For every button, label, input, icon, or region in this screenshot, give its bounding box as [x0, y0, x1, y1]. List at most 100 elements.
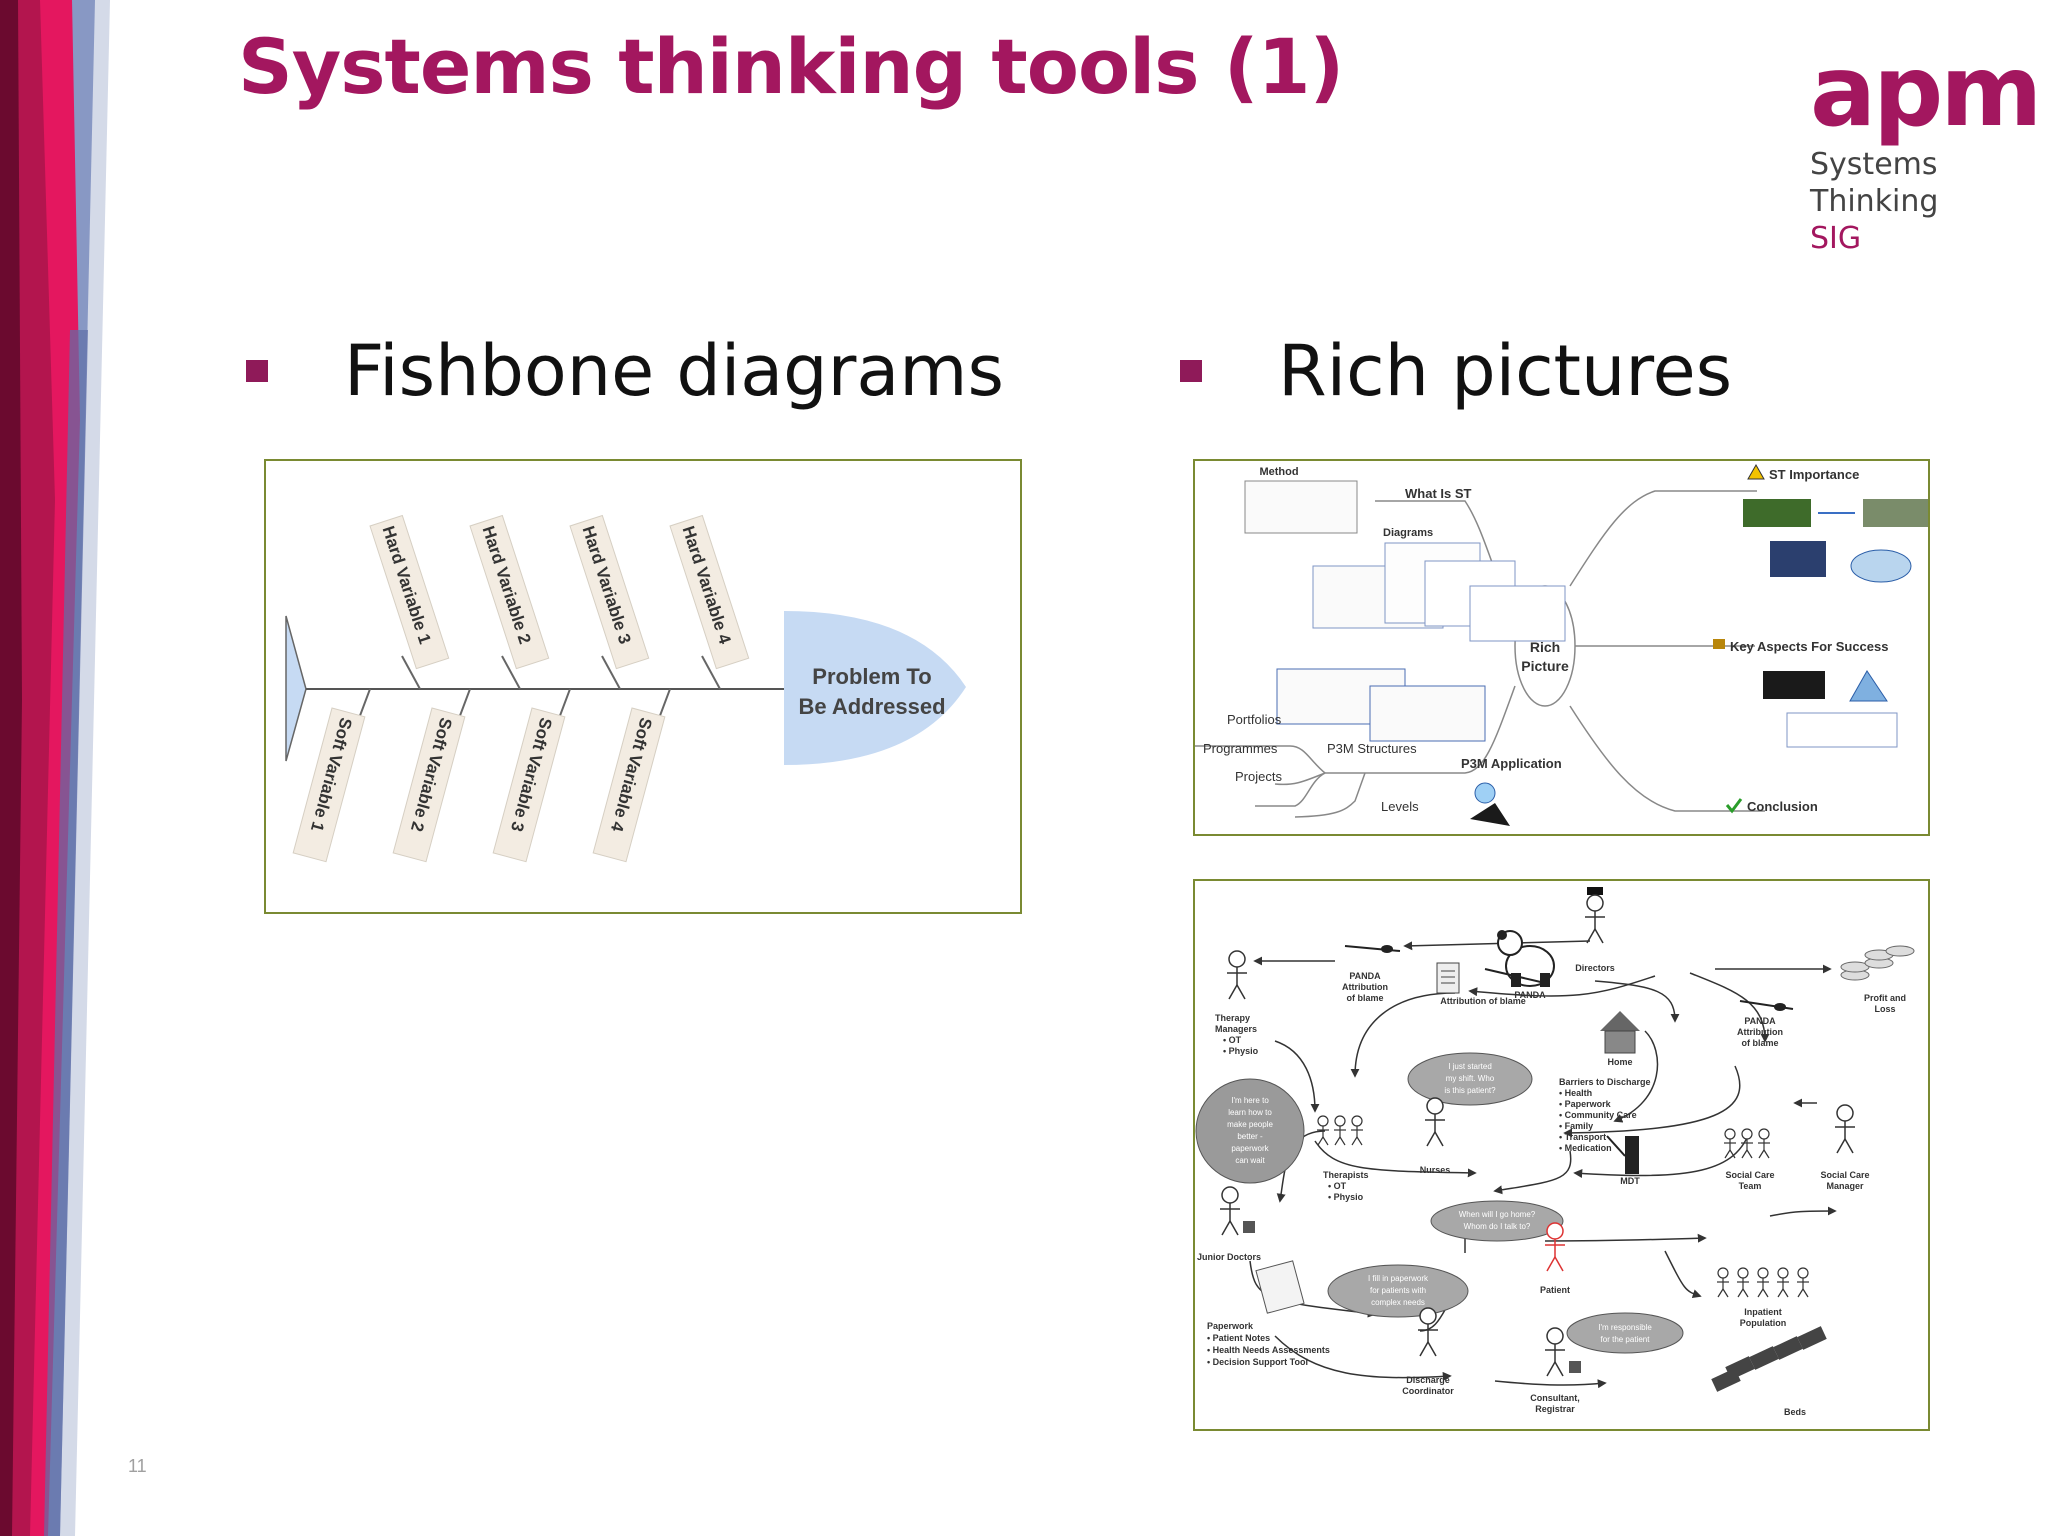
beds-label: Beds	[1784, 1407, 1806, 1417]
svg-text:is this patient?: is this patient?	[1444, 1086, 1496, 1095]
pointing-hand-left-icon	[1344, 945, 1401, 953]
consultant-figure	[1544, 1327, 1566, 1377]
cloud-left-text: I'm here to learn how to make people bet…	[1227, 1096, 1273, 1165]
slide-title: Systems thinking tools (1)	[238, 22, 1344, 111]
checkmark-icon	[1725, 798, 1743, 814]
therapists-1: Therapists	[1323, 1170, 1369, 1180]
page-number: 11	[128, 1456, 147, 1476]
svg-text:Whom do I talk to?: Whom do I talk to?	[1464, 1222, 1531, 1231]
cloud-paperwork-bubble	[1327, 1264, 1469, 1318]
discharge-1: Discharge	[1406, 1375, 1450, 1385]
method-label: Method	[1259, 466, 1298, 478]
svg-text:• Decision Support Tool: • Decision Support Tool	[1207, 1357, 1308, 1367]
logo-line-1: Systems	[1810, 147, 1938, 182]
bullet-fishbone: Fishbone diagrams	[246, 330, 1004, 412]
mindmap-rich-picture: ST Rich Picture Method What Is ST Diagra…	[1193, 459, 1930, 836]
soft-bone-3: Soft Variable 3	[492, 688, 571, 863]
panda-label: PANDA	[1514, 990, 1546, 1000]
fishbone-diagram: Problem To Be Addressed Hard Variable 1 …	[264, 459, 1022, 914]
svg-text:learn how to: learn how to	[1228, 1108, 1272, 1117]
lightbulb-icon	[1474, 782, 1496, 804]
pyramid-image	[1849, 670, 1888, 702]
thinker-figure-icon	[1470, 803, 1510, 826]
road-image	[1863, 499, 1928, 527]
svg-text:for the patient: for the patient	[1601, 1335, 1651, 1344]
left-decorative-stripes	[0, 0, 110, 1536]
panda-attr-left-1: PANDA	[1349, 971, 1381, 981]
bullet-square-icon	[1180, 360, 1202, 382]
discharge-coordinator-figure	[1417, 1307, 1439, 1357]
levels-label: Levels	[1381, 799, 1419, 814]
diagram-thumbnail-4	[1469, 585, 1566, 642]
cloud-left-bubble	[1195, 1078, 1305, 1184]
svg-text:Barriers to Discharge: Barriers to Discharge	[1559, 1077, 1651, 1087]
richpic-svg: Directors Profit and Loss PANDA PANDA At…	[1195, 887, 1915, 1417]
portfolios-label: Portfolios	[1227, 712, 1282, 727]
panda-attr-right-3: of blame	[1741, 1038, 1778, 1048]
svg-text:my shift. Who: my shift. Who	[1446, 1074, 1495, 1083]
soft-bone-1: Soft Variable 1	[292, 688, 371, 863]
cloud-responsible-bubble	[1566, 1312, 1684, 1354]
discharge-2: Coordinator	[1402, 1386, 1454, 1396]
process-thumbnail	[1786, 712, 1898, 748]
center-label-2: Rich	[1530, 639, 1560, 655]
therapy-manager-figure	[1226, 950, 1248, 1000]
mindmap-svg: ST Rich Picture Method What Is ST Diagra…	[1195, 463, 1928, 826]
mdt-label: MDT	[1620, 1176, 1640, 1186]
profit-label-1: Profit and	[1864, 993, 1906, 1003]
bullet-square-icon	[246, 360, 268, 382]
panda-attr-left-3: of blame	[1346, 993, 1383, 1003]
svg-text:• Patient Notes: • Patient Notes	[1207, 1333, 1270, 1343]
panda-attr-left-2: Attribution	[1342, 982, 1388, 992]
social-manager-1: Social Care	[1820, 1170, 1869, 1180]
logo-line-3: SIG	[1810, 221, 1862, 256]
junior-doctors-label: Junior Doctors	[1197, 1252, 1261, 1262]
svg-text:• Paperwork: • Paperwork	[1559, 1099, 1612, 1109]
apm-logo: apm Systems Thinking SIG	[1810, 35, 2042, 257]
portfolio-thumbnail-2	[1369, 685, 1486, 742]
svg-text:• Community Care: • Community Care	[1559, 1110, 1637, 1120]
conclusion-label: Conclusion	[1747, 799, 1818, 814]
therapists-3: • Physio	[1328, 1192, 1364, 1202]
coins-icon	[1840, 945, 1915, 981]
therapy-managers-4: • Physio	[1223, 1046, 1259, 1056]
projects-label: Projects	[1235, 769, 1282, 784]
directors-figure	[1584, 887, 1606, 944]
method-thumbnail	[1244, 480, 1358, 534]
fish-tail	[285, 615, 307, 762]
hard-bone-4: Hard Variable 4	[669, 514, 750, 690]
svg-text:• Family: • Family	[1559, 1121, 1593, 1131]
patient-figure	[1545, 1222, 1565, 1272]
lighthouse-image	[1770, 541, 1826, 577]
bullet-label: Fishbone diagrams	[344, 330, 1004, 412]
junior-doctor-figure	[1219, 1186, 1241, 1236]
team-silhouette-image	[1763, 671, 1825, 699]
svg-text:can wait: can wait	[1235, 1156, 1265, 1165]
logo-text: Systems Thinking SIG	[1810, 146, 2020, 257]
cloud-responsible-text: I'm responsible for the patient	[1598, 1323, 1652, 1344]
svg-text:• Health: • Health	[1559, 1088, 1592, 1098]
logo-line-2: Thinking	[1810, 184, 1939, 219]
svg-text:better -: better -	[1237, 1132, 1263, 1141]
hard-bone-3: Hard Variable 3	[569, 514, 650, 690]
consultant-bag-icon	[1569, 1361, 1581, 1373]
logo-mark: apm	[1810, 35, 2042, 149]
svg-text:I'm here to: I'm here to	[1231, 1096, 1269, 1105]
hospital-rich-picture: Directors Profit and Loss PANDA PANDA At…	[1193, 879, 1930, 1431]
social-team-1: Social Care	[1725, 1170, 1774, 1180]
therapy-managers-2: Managers	[1215, 1024, 1257, 1034]
center-label-3: Picture	[1521, 658, 1569, 674]
svg-text:make people: make people	[1227, 1120, 1273, 1129]
directors-label: Directors	[1575, 963, 1615, 973]
inpatient-2: Population	[1740, 1318, 1787, 1328]
p3m-application-label: P3M Application	[1461, 756, 1562, 771]
key-icon	[1713, 639, 1725, 649]
richpic-arrows	[1249, 940, 1837, 1389]
clipboard-icon	[1255, 1260, 1305, 1314]
st-importance-label: ST Importance	[1769, 467, 1859, 482]
svg-text:I fill in paperwork: I fill in paperwork	[1368, 1274, 1429, 1283]
diagrams-label: Diagrams	[1383, 527, 1433, 539]
pointing-hand-center-icon	[1484, 968, 1546, 984]
consultant-2: Registrar	[1535, 1404, 1575, 1414]
warning-icon	[1747, 463, 1765, 480]
